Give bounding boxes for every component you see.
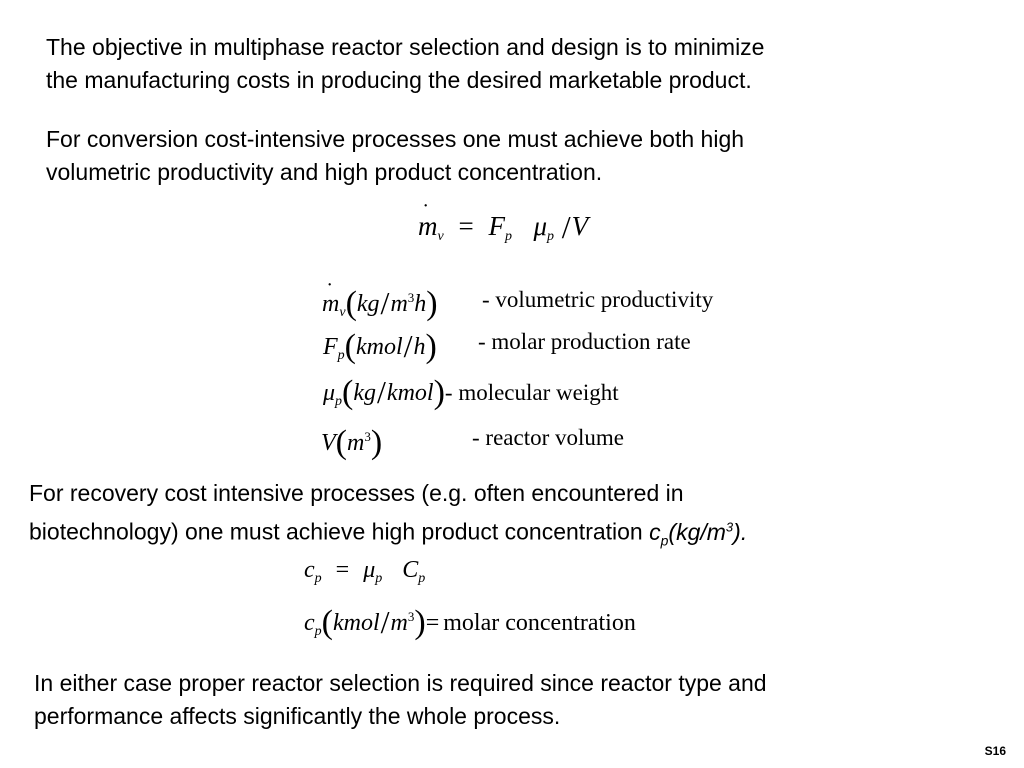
paragraph-conversion: For conversion cost-intensive processes … [46, 123, 744, 189]
def-symbol: F [323, 334, 338, 360]
eq-symbol-m: m [418, 201, 438, 240]
def-symbol: V [321, 430, 336, 456]
equation-molar-concentration: cp(kmol/m3)=molar concentration [304, 604, 636, 641]
def-subscript: p [337, 348, 345, 363]
def-symbol: m [322, 280, 339, 316]
eq-subscript: v [437, 229, 444, 244]
definition-reactor-volume: V(m3) [321, 424, 383, 461]
def-unit: kg [353, 380, 377, 406]
definition-molar-production-rate: Fp(kmol/h) [323, 328, 437, 365]
definition-description: - molar production rate [478, 329, 691, 354]
def-symbol: μ [323, 380, 336, 406]
eq-description: molar concentration [443, 610, 636, 636]
paragraph-line: the manufacturing costs in producing the… [46, 67, 752, 93]
def-subscript: v [339, 305, 346, 320]
eq-unit: m [390, 610, 408, 636]
paragraph-line: For conversion cost-intensive processes … [46, 126, 745, 152]
eq-subscript: p [547, 229, 555, 244]
eq-unit: kmol [332, 610, 380, 636]
def-subscript: p [335, 394, 343, 409]
inline-superscript: 3 [725, 519, 734, 534]
paragraph-line: For recovery cost intensive processes (e… [29, 480, 684, 506]
eq-subscript: p [504, 229, 512, 244]
inline-unit: ). [733, 518, 748, 545]
paragraph-line: volumetric productivity and high product… [46, 159, 603, 185]
paragraph-objective: The objective in multiphase reactor sele… [46, 31, 764, 97]
paragraph-line: In either case proper reactor selection … [34, 670, 767, 696]
def-unit: m [390, 291, 408, 317]
definition-molecular-weight: μp(kg/kmol)- molecular weight [323, 374, 619, 411]
def-unit: h [413, 334, 426, 360]
slide-number: S16 [984, 744, 1006, 758]
paragraph-line: biotechnology) one must achieve high pro… [29, 510, 747, 557]
def-unit: m [347, 430, 365, 456]
paragraph-recovery: For recovery cost intensive processes (e… [29, 477, 747, 557]
equation-productivity: mv = Fp μp /V [418, 201, 589, 244]
inline-symbol: c [649, 518, 661, 545]
inline-concentration-symbol: cp(kg/m3). [649, 518, 748, 549]
eq-symbol-mu: μ [533, 211, 548, 241]
def-unit: kmol [386, 380, 434, 406]
def-unit: kg [356, 291, 380, 317]
paragraph-conclusion: In either case proper reactor selection … [34, 667, 767, 733]
eq-symbol-F: F [488, 211, 505, 241]
def-unit: h [414, 291, 427, 317]
definition-description: - reactor volume [472, 425, 624, 450]
eq-symbol-c: c [304, 557, 315, 583]
inline-subscript: p [660, 532, 669, 549]
eq-symbol-C: C [402, 557, 419, 583]
eq-division: / [561, 209, 571, 245]
inline-unit: (kg/m [668, 518, 726, 545]
eq-subscript: p [314, 624, 322, 639]
eq-equals: = [458, 211, 474, 241]
eq-superscript: 3 [407, 609, 415, 624]
definition-description: - molecular weight [444, 380, 619, 405]
paragraph-line: The objective in multiphase reactor sele… [46, 34, 765, 60]
paragraph-line: performance affects significantly the wh… [34, 703, 561, 729]
definition-volumetric-productivity: mv(kg/m3h) [322, 280, 438, 321]
paragraph-text: biotechnology) one must achieve high pro… [29, 518, 650, 545]
eq-equals: = [425, 610, 440, 636]
eq-symbol-mu: μ [363, 557, 376, 583]
definition-description: - volumetric productivity [482, 287, 714, 312]
equation-concentration: cp = μp Cp [304, 557, 425, 586]
eq-equals: = [335, 557, 350, 583]
eq-symbol-c: c [304, 610, 315, 636]
def-superscript: 3 [364, 429, 371, 444]
def-unit: kmol [356, 334, 403, 360]
eq-subscript: p [314, 571, 322, 586]
eq-subscript: p [375, 571, 383, 586]
def-superscript: 3 [407, 290, 415, 305]
eq-subscript: p [418, 571, 426, 586]
eq-symbol-V: V [571, 211, 589, 241]
